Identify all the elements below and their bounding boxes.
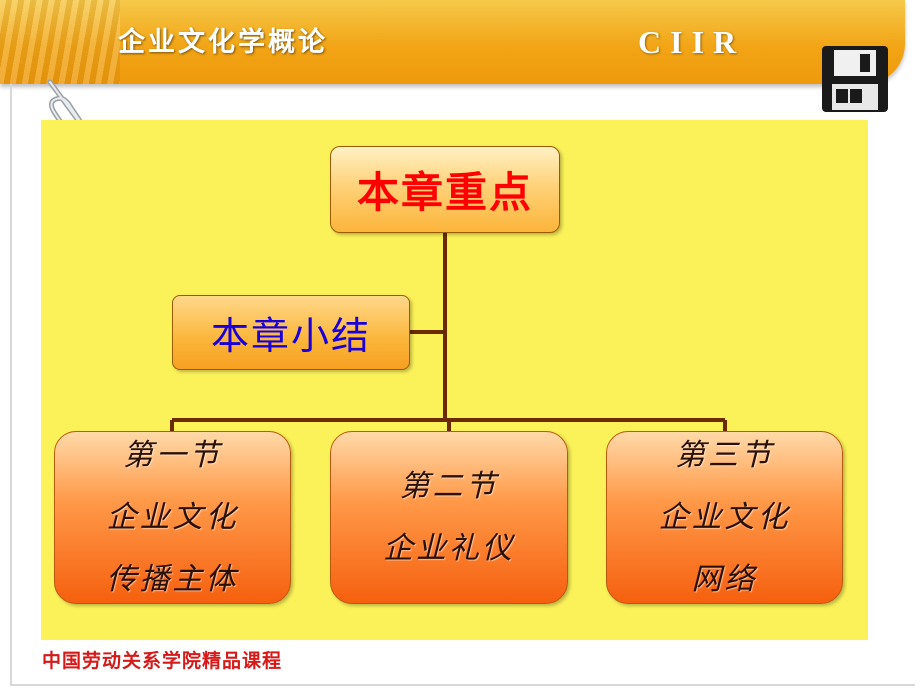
- section-1-line: 企业文化: [106, 499, 239, 535]
- section-3-line: 第三节: [675, 437, 774, 473]
- footer-text: 中国劳动关系学院精品课程: [42, 650, 283, 672]
- header-decoration: [0, 0, 120, 84]
- section-3-line: 网络: [691, 561, 758, 597]
- section-3-node: 第三节 企业文化 网络: [606, 431, 843, 604]
- section-3-line: 企业文化: [658, 499, 791, 535]
- floppy-disk-icon: [822, 46, 888, 112]
- header-band: 企业文化学概论 CIIR: [0, 0, 905, 84]
- section-2-node: 第二节 企业礼仪: [330, 431, 568, 604]
- key-points-node: 本章重点: [330, 146, 560, 233]
- page-left-edge: [10, 84, 12, 684]
- course-title: 企业文化学概论: [118, 27, 328, 58]
- section-1-line: 第一节: [123, 437, 222, 473]
- summary-node: 本章小结: [172, 295, 410, 370]
- section-1-node: 第一节 企业文化 传播主体: [54, 431, 291, 604]
- summary-label: 本章小结: [210, 314, 371, 358]
- key-points-label: 本章重点: [356, 168, 533, 217]
- section-1-line: 传播主体: [106, 561, 239, 597]
- page-bottom-edge: [10, 684, 915, 686]
- brand-label: CIIR: [638, 24, 746, 60]
- section-2-line: 企业礼仪: [383, 530, 515, 566]
- section-2-line: 第二节: [399, 468, 499, 504]
